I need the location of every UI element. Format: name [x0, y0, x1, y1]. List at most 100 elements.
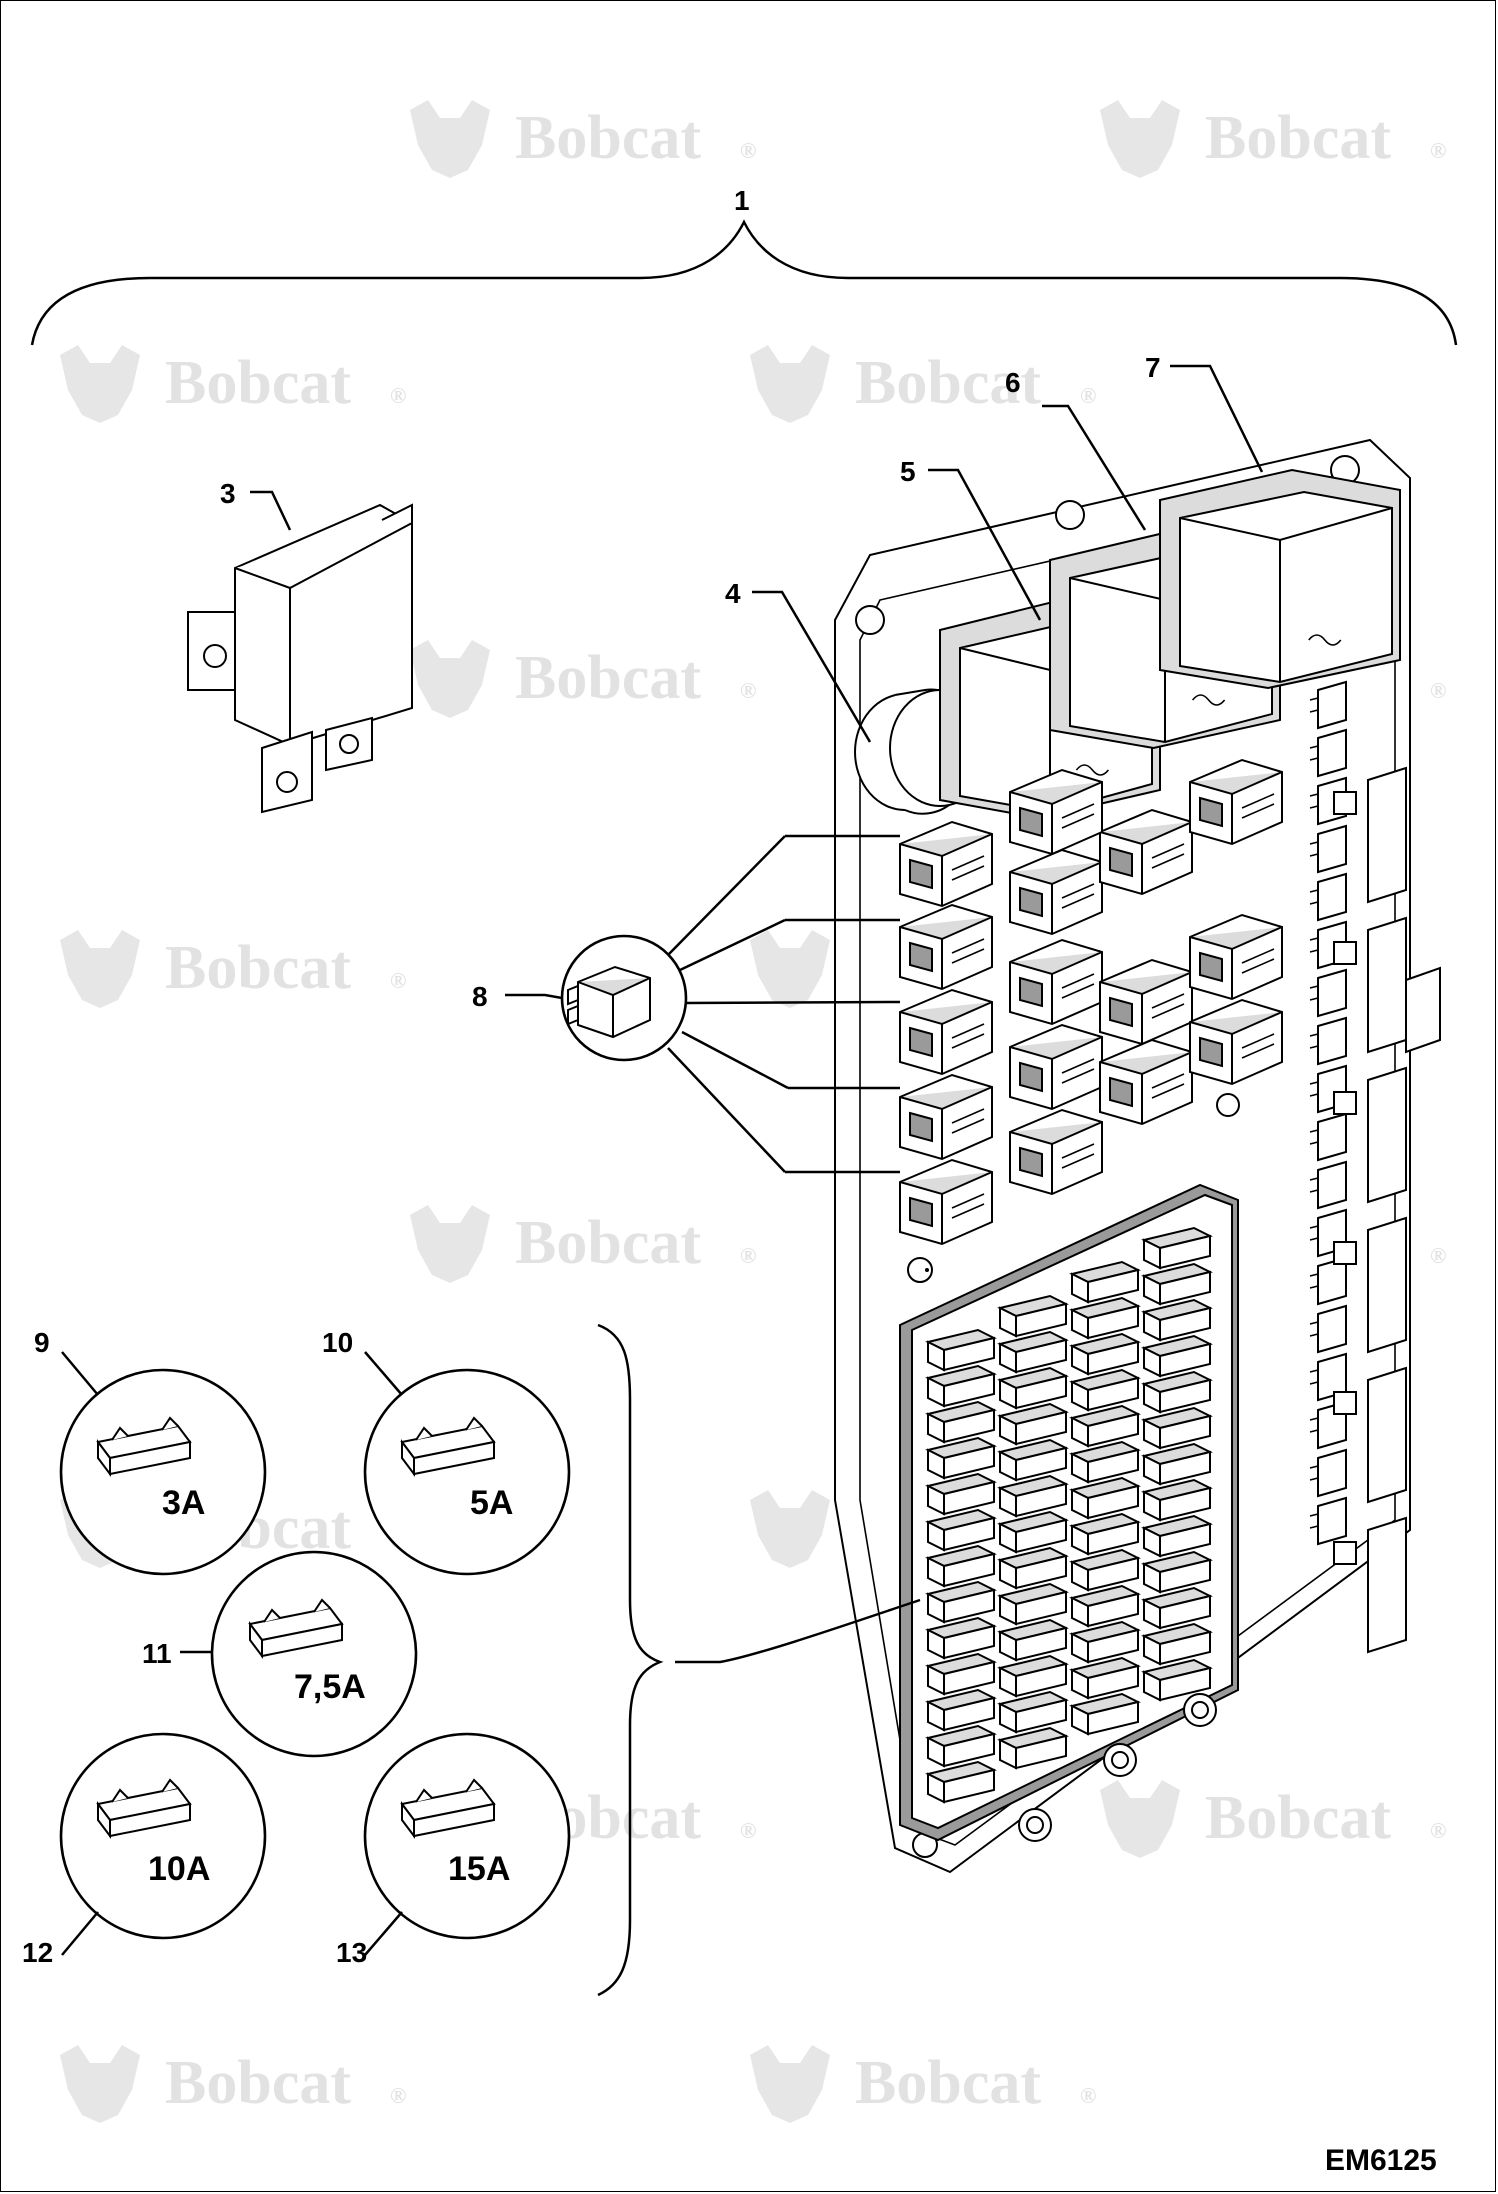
fuse-item-13 [363, 1732, 571, 1956]
watermark-brand-mark: ® [1430, 678, 1446, 703]
bobcat-head-icon [750, 1490, 830, 1568]
watermark-logo: Bobcat® [750, 2045, 1096, 2123]
bobcat-head-icon [410, 640, 490, 718]
blade-fuse [997, 1546, 1069, 1590]
blade-fuse [925, 1328, 997, 1372]
blade-fuse [1141, 1658, 1213, 1702]
terminal-pin [1317, 1112, 1347, 1162]
blade-fuse [997, 1726, 1069, 1770]
watermark-brand-mark: ® [1080, 383, 1096, 408]
blade-fuse [1141, 1550, 1213, 1594]
blade-fuse [1069, 1404, 1141, 1448]
small-relay [1009, 1108, 1103, 1196]
watermark-logo: Bobcat® [410, 1205, 756, 1283]
small-relay [1009, 1023, 1103, 1111]
blade-fuse [925, 1760, 997, 1804]
small-relay [899, 903, 993, 991]
small-relay [1009, 848, 1103, 936]
blade-fuse [1069, 1260, 1141, 1304]
blade-fuse [1141, 1622, 1213, 1666]
bobcat-head-icon [60, 2045, 140, 2123]
terminal-block [1367, 766, 1407, 904]
fuse-brace [597, 1323, 664, 1997]
blade-fuse [997, 1402, 1069, 1446]
terminal-block [1367, 1066, 1407, 1204]
watermark-logo: Bobcat ® [60, 345, 406, 423]
terminal-pin [1317, 824, 1347, 874]
watermark-brand: Bobcat [515, 644, 701, 712]
blade-fuse [1141, 1478, 1213, 1522]
terminal-pin [1317, 680, 1347, 730]
callout-12: 12 [22, 1937, 53, 1968]
blade-fuse [1069, 1296, 1141, 1340]
terminal-block [1367, 1216, 1407, 1354]
small-relay [1009, 938, 1103, 1026]
watermark-brand: Bobcat [165, 349, 351, 417]
small-relay [1189, 758, 1283, 846]
blade-fuse [1069, 1368, 1141, 1412]
terminal-pin [1317, 1304, 1347, 1354]
watermark-logo: Bobcat® [1100, 100, 1446, 178]
watermark-brand-mark: ® [390, 968, 406, 993]
blade-fuse [1069, 1332, 1141, 1376]
blade-fuse [1141, 1586, 1213, 1630]
blade-fuse [997, 1690, 1069, 1734]
blade-fuse [997, 1654, 1069, 1698]
small-relay [1189, 998, 1283, 1086]
terminal-screw [1333, 1391, 1357, 1415]
callout-7: 7 [1145, 352, 1161, 383]
terminal-pin [1317, 1160, 1347, 1210]
terminal-strip [1309, 680, 1441, 1654]
blade-fuse [997, 1510, 1069, 1554]
watermark-brand: Bobcat [515, 1209, 701, 1277]
bobcat-head-icon [60, 930, 140, 1008]
watermark-logo: Bobcat ® [750, 345, 1096, 423]
blade-fuse [1069, 1476, 1141, 1520]
small-relay-grid [899, 758, 1283, 1246]
small-relay [1099, 1038, 1193, 1126]
fuse-rating-15a: 15A [448, 1850, 510, 1888]
watermark-brand: Bobcat [1205, 1784, 1391, 1852]
relay-detail-item-8 [505, 834, 901, 1174]
fuse-rating-10a: 10A [148, 1850, 210, 1888]
small-relay [1009, 768, 1103, 856]
small-relay [899, 1158, 993, 1246]
blade-fuse [1141, 1514, 1213, 1558]
blade-fuse [997, 1366, 1069, 1410]
blade-fuse [1141, 1298, 1213, 1342]
fuse-block [899, 1183, 1239, 1842]
watermark-brand: Bobcat [1205, 104, 1391, 172]
blade-fuse [1069, 1620, 1141, 1664]
callout-3: 3 [220, 478, 236, 509]
bobcat-head-icon [1100, 1780, 1180, 1858]
watermark-brand-mark: ® [390, 383, 406, 408]
watermark-brand-mark: ® [390, 2083, 406, 2108]
drawing-code: EM6125 [1325, 2144, 1437, 2177]
blade-fuse [925, 1580, 997, 1624]
blade-fuse [1069, 1512, 1141, 1556]
blade-fuse [997, 1294, 1069, 1338]
blade-fuse [925, 1724, 997, 1768]
large-relays [939, 468, 1401, 820]
callout-8: 8 [472, 981, 488, 1012]
terminal-screw [1333, 791, 1357, 815]
blade-fuse [925, 1472, 997, 1516]
watermark-brand: Bobcat [855, 349, 1041, 417]
watermark-logo: Bobcat ® [410, 640, 756, 718]
watermark-brand: Bobcat [165, 934, 351, 1002]
blade-fuse [997, 1438, 1069, 1482]
blade-fuse [925, 1544, 997, 1588]
fuse-item-9 [59, 1351, 267, 1576]
terminal-pin [1317, 1448, 1347, 1498]
fuse-item-10 [363, 1351, 571, 1576]
small-relay [1099, 808, 1193, 896]
blade-fuse [1141, 1334, 1213, 1378]
blade-fuse [925, 1364, 997, 1408]
bobcat-head-icon [60, 345, 140, 423]
watermark-brand-mark: ® [740, 1818, 756, 1843]
terminal-screw [1333, 1241, 1357, 1265]
blade-fuse [1141, 1406, 1213, 1450]
watermark-brand-mark: ® [740, 678, 756, 703]
blade-fuse [925, 1652, 997, 1696]
watermark-logo: Bobcat® [60, 2045, 406, 2123]
